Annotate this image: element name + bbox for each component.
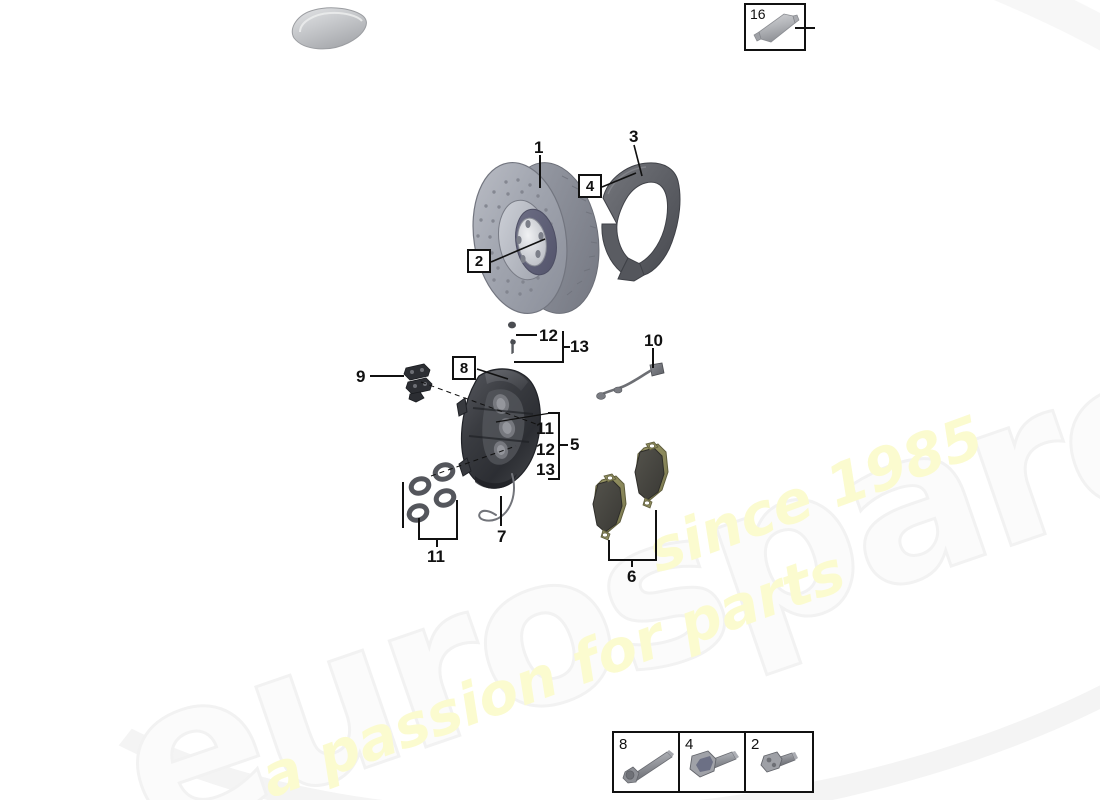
callout-1-leader [539, 155, 541, 188]
callout-5-bracket-bottom [548, 478, 560, 480]
dust-shield-illustration [601, 162, 681, 282]
callout-8: 8 [452, 356, 476, 380]
seal-to-caliper-link [430, 445, 517, 477]
callout-5-stub [558, 444, 568, 446]
callout-kit-13: 13 [536, 460, 555, 479]
disc-screw-icon [760, 751, 798, 773]
callout-13-stub [562, 346, 570, 348]
callout-6-leader-a [608, 540, 610, 561]
retaining-clip-illustration [403, 363, 433, 403]
caliper-bottom-leader [402, 482, 404, 528]
legend-number-8: 8 [619, 736, 628, 753]
legend-number-2: 2 [751, 736, 760, 753]
legend-number-4: 4 [685, 736, 694, 753]
callout-2: 2 [467, 249, 491, 273]
callout-1: 1 [534, 138, 544, 157]
pad-retaining-spring-illustration [478, 473, 515, 522]
legend-cell-2: 2 [746, 733, 812, 791]
callout-3-leader [633, 144, 643, 177]
abrasive-pad-illustration [291, 7, 367, 50]
bleeder-screw-parts [508, 321, 516, 354]
callout-6: 6 [627, 567, 637, 586]
shield-bolt-icon [689, 750, 739, 778]
brake-pad-set-illustration [592, 441, 669, 541]
fastener-legend: 8 4 [612, 731, 814, 793]
callout-10: 10 [644, 331, 663, 350]
callout-8-leader [476, 368, 509, 380]
callout-10-leader [652, 348, 654, 368]
brake-disc-illustration [472, 161, 600, 315]
wear-sensor-illustration [596, 362, 665, 400]
callout-kit-leader [495, 412, 552, 423]
callout-5-bracket-top [548, 412, 560, 414]
callout-11-leader-a [418, 518, 420, 540]
callout-kit-11: 11 [536, 419, 554, 438]
callout-3: 3 [629, 127, 639, 146]
callout-4-leader [601, 172, 637, 188]
callout-6-leader-b [655, 510, 657, 561]
brake-caliper-illustration [456, 368, 541, 489]
clip-to-caliper-link [420, 381, 537, 425]
callout-12-leader [516, 334, 537, 336]
callout-5-bracket [558, 412, 560, 480]
grease-tube-number: 16 [750, 6, 766, 22]
callout-2-leader [490, 238, 546, 263]
callout-12-top: 12 [539, 326, 558, 345]
callout-13-top: 13 [570, 337, 589, 356]
callout-kit-12: 12 [536, 440, 555, 459]
grease-tube-leader [795, 27, 815, 29]
legend-cell-4: 4 [680, 733, 746, 791]
caliper-bolt-icon [622, 750, 674, 784]
callout-13-leader-h [514, 361, 564, 363]
callout-9: 9 [356, 367, 366, 386]
legend-cell-8: 8 [614, 733, 680, 791]
callout-9-leader [370, 375, 404, 377]
callout-11-stub [436, 538, 438, 547]
grease-tube-icon [753, 13, 800, 43]
callout-7: 7 [497, 527, 507, 546]
callout-6-stub [631, 559, 633, 567]
callout-7-leader [500, 496, 502, 526]
callout-11-leader-b [456, 500, 458, 540]
callout-5: 5 [570, 435, 580, 454]
callout-11: 11 [427, 547, 445, 566]
callout-4: 4 [578, 174, 602, 198]
